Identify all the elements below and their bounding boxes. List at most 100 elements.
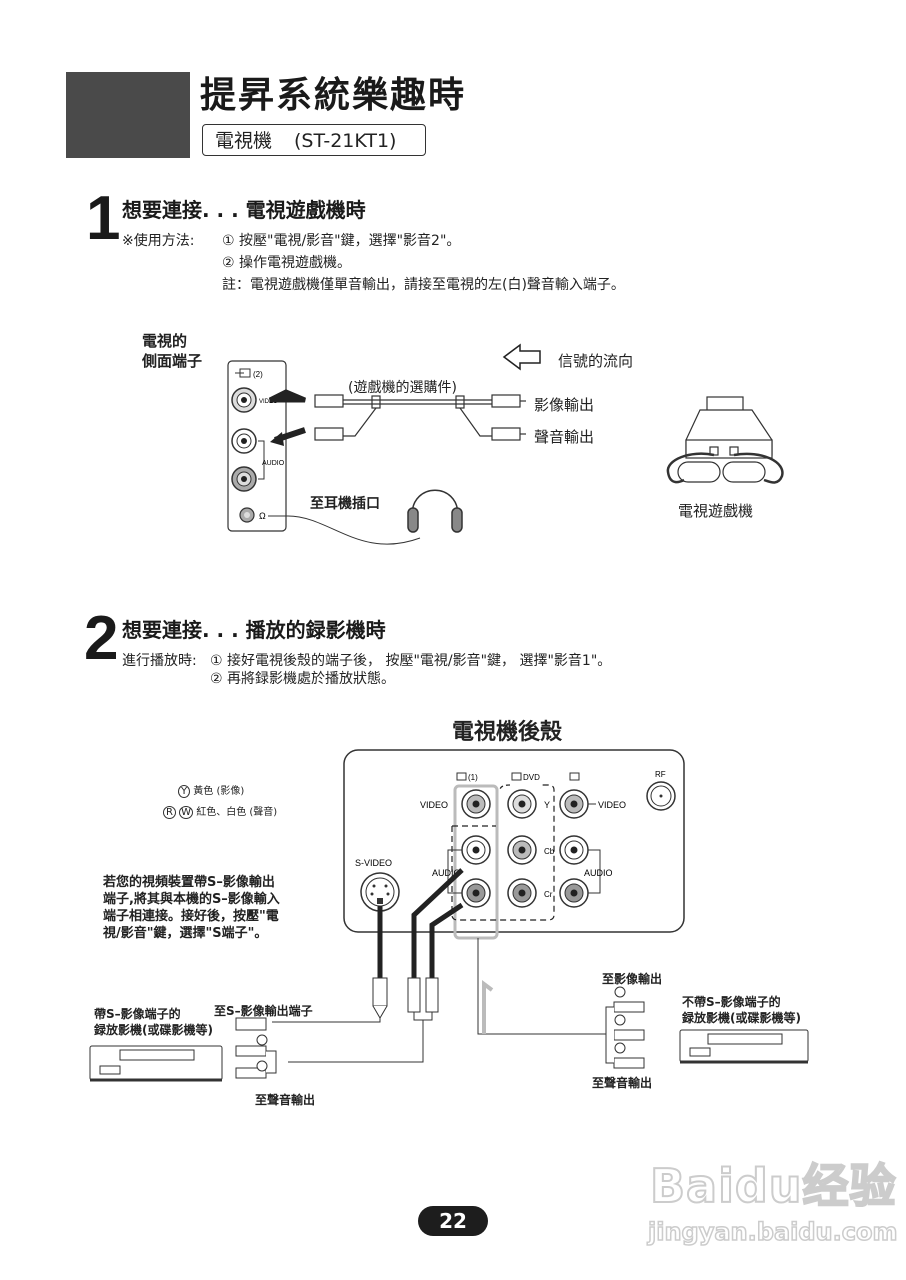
game-console-icon — [666, 396, 784, 484]
output-audio-left-jack — [559, 835, 589, 865]
svideo-note-line: 視/影音"鍵，選擇"S端子"。 — [103, 926, 268, 941]
dvd-input-icon — [511, 772, 522, 781]
input1-video-jack — [461, 789, 491, 819]
audio-right-jack — [231, 466, 257, 492]
dvd-cb-jack — [507, 835, 537, 865]
red-symbol-icon: R — [163, 806, 176, 819]
white-symbol-icon: W — [179, 806, 194, 819]
audio-right-cable — [429, 902, 464, 978]
svideo-note: 若您的視頻裝置帶S–影像輸出 端子,將其與本機的S–影像輸入 端子相連接。接好後… — [103, 874, 280, 942]
section2-diagram: (1) DVD RF Y Cb Cr VIDEO AUDIO VIDEO A — [89, 749, 809, 1082]
cr-label: Cr — [544, 890, 553, 899]
input1-video-label: VIDEO — [420, 800, 448, 810]
output-icon — [569, 772, 580, 781]
audio-left-jack — [231, 428, 257, 454]
legend-red-white: R W 紅色、白色 (聲音) — [163, 803, 278, 819]
headphone-label: 至耳機插口 — [310, 496, 380, 512]
output-video-label: VIDEO — [598, 800, 626, 810]
rf-jack — [646, 781, 676, 811]
video-cable-right — [477, 938, 606, 1035]
signal-flow-label: 信號的流向 — [558, 352, 634, 370]
svideo-jack-label: S-VIDEO — [355, 858, 392, 868]
side-terminal-label-2: 側面端子 — [142, 352, 203, 370]
game-av-cable — [314, 394, 526, 441]
dvd-y-jack — [507, 789, 537, 819]
vcr-right-icon — [679, 1029, 809, 1064]
model-number: (ST-21KT1) — [294, 130, 397, 152]
red-plug-marker-icon — [614, 1042, 626, 1054]
legend-rw-text: 紅色、白色 (聲音) — [196, 807, 278, 818]
dvd-label: DVD — [523, 773, 540, 782]
section2-play-label: 進行播放時: — [122, 653, 197, 669]
white-plug-marker-icon — [256, 1034, 268, 1046]
to-audio-out-right-label: 至聲音輸出 — [592, 1076, 653, 1090]
page-number: 22 — [418, 1206, 488, 1236]
svideo-note-line: 若您的視頻裝置帶S–影像輸出 — [103, 875, 275, 890]
vcr-with-svideo-line: 録放影機(或碟影機等) — [94, 1023, 213, 1037]
audio-out-label: 聲音輸出 — [534, 428, 595, 446]
video-jack-label: VIDEO — [259, 399, 278, 405]
upward-flow-arrow-icon — [482, 980, 494, 1034]
svideo-jack — [360, 872, 400, 912]
product-name: 電視機 — [215, 130, 273, 152]
section1-title: 想要連接. . . 電視遊戲機時 — [122, 198, 366, 222]
console-label: 電視遊戲機 — [678, 502, 754, 520]
vcr-without-svideo-label: 不帶S–影像端子的 録放影機(或碟影機等) — [682, 994, 801, 1026]
vcr-left-icon — [89, 1045, 223, 1082]
video-out-label: 影像輸出 — [534, 396, 595, 414]
to-svideo-out-label: 至S–影像輸出端子 — [214, 1004, 313, 1018]
section1-diagram: (2) VIDEO AUDIO Ω — [227, 343, 784, 545]
output-audio-label: AUDIO — [584, 868, 613, 878]
section1-usage-label: ※使用方法: — [122, 233, 195, 249]
section2-step-2: ② 再將録影機處於播放狀態。 — [210, 671, 396, 687]
left-vcr-plugs — [235, 1017, 277, 1079]
output-audio-right-jack — [559, 878, 589, 908]
headphone-jack — [239, 507, 255, 523]
headphone-symbol-icon: Ω — [259, 511, 266, 521]
to-audio-out-left-label: 至聲音輸出 — [255, 1093, 316, 1107]
headphones-icon — [407, 489, 463, 533]
vcr-without-svideo-line: 不帶S–影像端子的 — [682, 995, 781, 1009]
legend-yellow: Y 黃色 (影像) — [178, 782, 244, 798]
rf-label: RF — [655, 770, 666, 779]
input2-label: (2) — [253, 370, 263, 379]
section2-step-1: ① 接好電視後殼的端子後， 按壓"電視/影音"鍵， 選擇"影音1"。 — [210, 653, 612, 669]
output-video-jack — [559, 789, 589, 819]
video-jack — [231, 387, 257, 413]
video-insert-arrow-icon — [268, 389, 306, 403]
yellow-symbol-icon: Y — [178, 785, 191, 798]
section2-title: 想要連接. . . 播放的録影機時 — [122, 618, 386, 642]
svideo-note-line: 端子,將其與本機的S–影像輸入 — [103, 892, 280, 907]
cable-label: (遊戲機的選購件) — [348, 380, 457, 396]
right-vcr-plugs — [605, 1001, 645, 1069]
y-label: Y — [544, 800, 550, 810]
vcr-with-svideo-label: 帶S–影像端子的 録放影機(或碟影機等) — [94, 1006, 213, 1038]
watermark-brand: Baidu经验 — [649, 1158, 897, 1214]
rear-panel-title: 電視機後殼 — [452, 720, 563, 745]
yellow-plug-marker-icon — [614, 986, 626, 998]
red-plug-marker-icon — [256, 1060, 268, 1072]
watermark-url: jingyan.baidu.com — [647, 1217, 898, 1247]
input1-audio-right-jack — [461, 878, 491, 908]
input1-label: (1) — [468, 773, 478, 782]
svideo-note-line: 端子相連接。接好後，按壓"電 — [103, 909, 279, 924]
headphone-cable — [268, 515, 421, 545]
side-terminal-label-1: 電視的 — [142, 332, 188, 350]
input1-audio-left-jack — [461, 835, 491, 865]
input-icon — [235, 368, 251, 378]
white-plug-marker-icon — [614, 1014, 626, 1026]
section1-number: 1 — [86, 184, 121, 253]
section1-step-1: ① 按壓"電視/影音"鍵，選擇"影音2"。 — [222, 233, 461, 249]
dvd-cr-jack — [507, 878, 537, 908]
cb-label: Cb — [544, 847, 555, 856]
to-video-out-label: 至影像輸出 — [602, 972, 663, 986]
model-badge: 電視機 (ST-21KT1) — [202, 124, 426, 156]
section1-step-2: ② 操作電視遊戲機。 — [222, 255, 352, 271]
input1-icon — [456, 772, 467, 781]
cable-plugs — [372, 977, 439, 1019]
input1-audio-label: AUDIO — [432, 868, 461, 878]
vcr-with-svideo-line: 帶S–影像端子的 — [94, 1007, 181, 1021]
input1-highlight — [453, 784, 499, 940]
vcr-without-svideo-line: 録放影機(或碟影機等) — [682, 1011, 801, 1025]
signal-flow-arrow-icon — [502, 343, 541, 371]
